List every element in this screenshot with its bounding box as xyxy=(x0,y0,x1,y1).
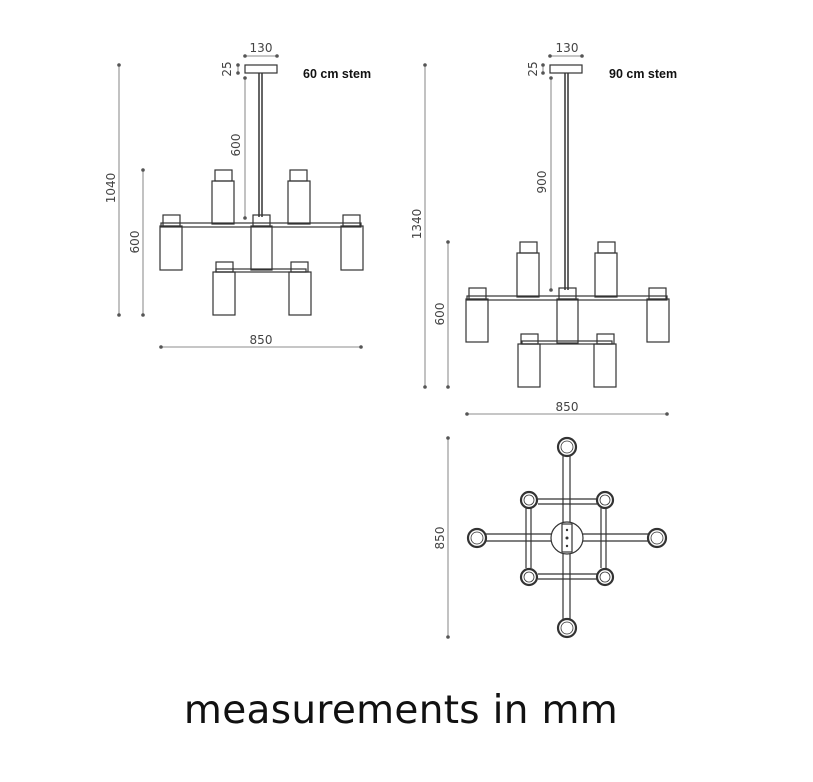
right-lower-bar xyxy=(521,340,613,345)
dimension-endpoints xyxy=(117,54,669,639)
right-main-bar xyxy=(466,295,668,301)
right-body-height-label: 600 xyxy=(433,303,447,326)
right-width-label: 850 xyxy=(556,400,579,414)
caption: measurements in mm xyxy=(183,688,619,733)
left-stem-label: 60 cm stem xyxy=(303,67,371,81)
left-canopy-width-label: 130 xyxy=(250,41,273,55)
right-canopy-height-label: 25 xyxy=(526,61,540,76)
left-lamp-cap xyxy=(214,169,233,182)
plan-hub-detail xyxy=(565,528,569,548)
left-lamp-shade xyxy=(211,180,235,225)
left-canopy-height-label: 25 xyxy=(220,61,234,76)
left-width-label: 850 xyxy=(250,333,273,347)
right-elevation-view xyxy=(465,64,670,388)
plan-view xyxy=(466,436,668,639)
left-total-height-label: 1040 xyxy=(104,173,118,204)
left-canopy xyxy=(244,64,278,74)
left-stem-length-label: 600 xyxy=(229,134,243,157)
right-canopy xyxy=(549,64,583,74)
right-stem-label: 90 cm stem xyxy=(609,67,677,81)
dimension-lines xyxy=(118,55,667,637)
right-total-height-label: 1340 xyxy=(410,209,424,240)
plan-depth-label: 850 xyxy=(433,527,447,550)
left-body-height-label: 600 xyxy=(128,231,142,254)
left-main-bar xyxy=(160,222,362,228)
left-elevation-view xyxy=(159,64,364,316)
right-canopy-width-label: 130 xyxy=(556,41,579,55)
right-stem-length-label: 900 xyxy=(535,171,549,194)
